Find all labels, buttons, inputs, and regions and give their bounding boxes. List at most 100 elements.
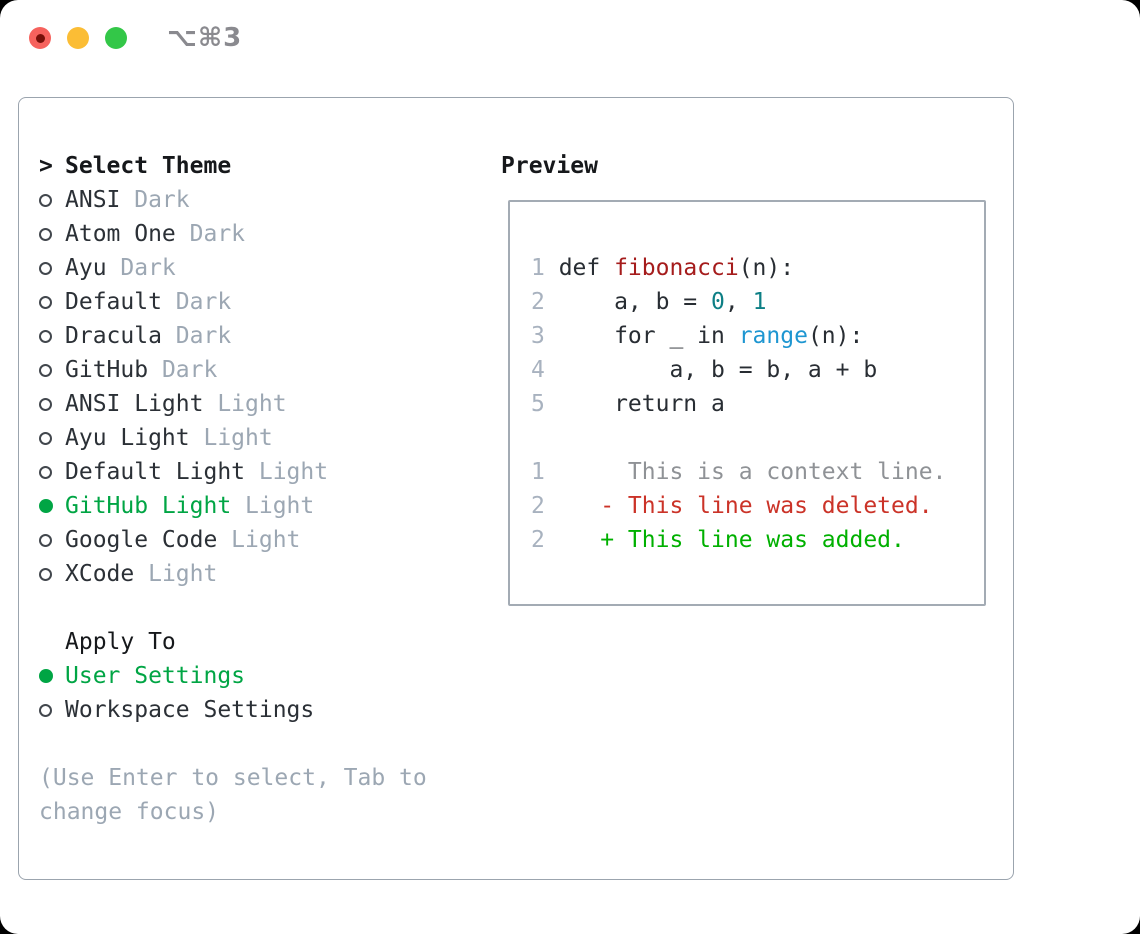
theme-option[interactable]: ANSI Dark: [39, 183, 489, 217]
hint-text: (Use Enter to select, Tab to change focus…: [39, 761, 489, 829]
window-titlebar: ⌥⌘3: [0, 0, 1140, 76]
radio-cell: [39, 533, 65, 547]
diff-line-text: This is a context line.: [558, 459, 947, 485]
theme-variant: Light: [258, 459, 329, 485]
radio-cell: [39, 227, 65, 241]
radio-cell: [39, 465, 65, 479]
theme-variant: Dark: [175, 289, 232, 315]
code-token: 1: [752, 289, 767, 315]
code-token: for _ in: [558, 323, 739, 349]
apply-option[interactable]: User Settings: [39, 659, 489, 693]
hint-line: (Use Enter to select, Tab to: [39, 765, 427, 791]
code-token: range: [738, 323, 808, 349]
theme-name: ANSI Light: [65, 391, 204, 417]
theme-option[interactable]: Default Light Light: [39, 455, 489, 489]
radio-icon: [39, 703, 52, 717]
radio-icon: [39, 227, 52, 241]
theme-name: XCode: [65, 561, 135, 587]
select-theme-header: > Select Theme: [39, 149, 489, 183]
code-token: fibonacci: [614, 255, 739, 281]
radio-icon: [39, 431, 52, 445]
radio-cell: [39, 499, 65, 513]
code-line: 2 a, b = 0, 1: [531, 285, 984, 319]
hint-line: change focus): [39, 799, 220, 825]
theme-option[interactable]: Google Code Light: [39, 523, 489, 557]
apply-option[interactable]: Workspace Settings: [39, 693, 489, 727]
theme-variant: Dark: [175, 323, 232, 349]
radio-icon: [39, 363, 52, 377]
close-dot-icon: [35, 33, 45, 43]
theme-name: GitHub Light: [65, 493, 232, 519]
spacer-row: [39, 727, 489, 761]
theme-name: Ayu Light: [65, 425, 190, 451]
spacer-row: [531, 421, 984, 455]
apply-to-label: Apply To: [65, 629, 176, 655]
diff-line-text: + This line was added.: [558, 527, 905, 553]
theme-name: ANSI: [65, 187, 121, 213]
maximize-button[interactable]: [105, 27, 127, 49]
theme-variant: Dark: [161, 357, 218, 383]
code-line: 3 for _ in range(n):: [531, 319, 984, 353]
spacer-row: [39, 591, 489, 625]
radio-cell: [39, 567, 65, 581]
code-token: a, b = b, a + b: [558, 357, 878, 383]
radio-cell: [39, 295, 65, 309]
theme-variant: Dark: [134, 187, 190, 213]
theme-variant: Light: [231, 527, 301, 553]
line-number: 1: [531, 255, 545, 281]
close-button[interactable]: [29, 27, 51, 49]
code-token: ,: [724, 289, 753, 315]
diff-line: 2 + This line was added.: [531, 523, 984, 557]
theme-option[interactable]: ANSI Light Light: [39, 387, 489, 421]
line-number: 2: [531, 289, 545, 315]
radio-cell: [39, 329, 65, 343]
theme-name: GitHub: [65, 357, 149, 383]
apply-option-label: User Settings: [65, 663, 246, 689]
radio-icon: [39, 261, 52, 275]
diff-line-text: - This line was deleted.: [558, 493, 933, 519]
code-token: (n):: [738, 255, 795, 281]
code-line: 4 a, b = b, a + b: [531, 353, 984, 387]
radio-cell: [39, 261, 65, 275]
apply-to-header: Apply To: [39, 625, 489, 659]
theme-option[interactable]: Ayu Light Light: [39, 421, 489, 455]
line-number: 5: [531, 391, 545, 417]
theme-option[interactable]: Dracula Dark: [39, 319, 489, 353]
theme-variant: Light: [217, 391, 287, 417]
radio-cell: [39, 397, 65, 411]
radio-cell: [39, 431, 65, 445]
theme-name: Default: [65, 289, 162, 315]
radio-cell: [39, 703, 65, 717]
minimize-button[interactable]: [67, 27, 89, 49]
code-line: 5 return a: [531, 387, 984, 421]
radio-cell: [39, 363, 65, 377]
apply-option-label: Workspace Settings: [65, 697, 315, 723]
radio-icon: [39, 295, 52, 309]
theme-name: Google Code: [65, 527, 218, 553]
line-number: 4: [531, 357, 545, 383]
diff-preview: 1 This is a context line.2 - This line w…: [531, 455, 984, 557]
theme-variant: Dark: [189, 221, 246, 247]
radio-selected-icon: [39, 669, 53, 683]
radio-icon: [39, 329, 52, 343]
radio-icon: [39, 193, 52, 207]
prompt-marker: >: [39, 153, 53, 179]
radio-cell: [39, 669, 65, 683]
diff-line: 2 - This line was deleted.: [531, 489, 984, 523]
preview-header: Preview: [501, 149, 598, 183]
theme-option[interactable]: Default Dark: [39, 285, 489, 319]
theme-option[interactable]: GitHub Dark: [39, 353, 489, 387]
radio-selected-icon: [39, 499, 53, 513]
radio-cell: [39, 193, 65, 207]
theme-name: Default Light: [65, 459, 246, 485]
theme-variant: Light: [203, 425, 273, 451]
code-token: return a: [558, 391, 725, 417]
theme-name: Dracula: [65, 323, 162, 349]
